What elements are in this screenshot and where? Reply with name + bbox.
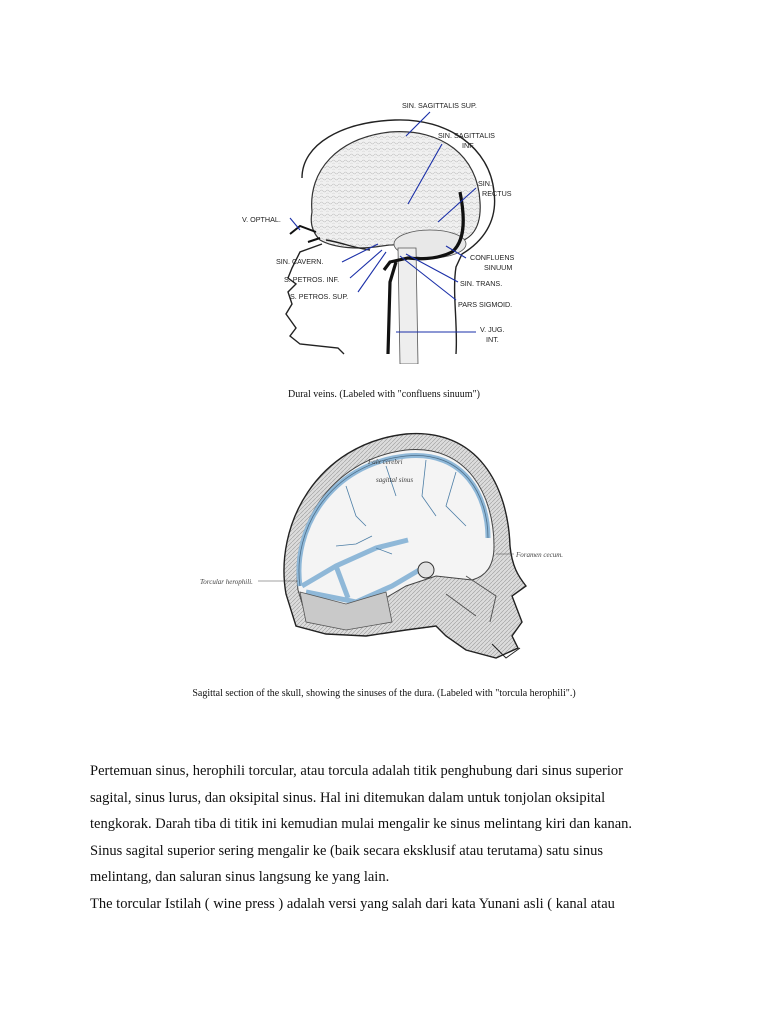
- body-paragraph: Pertemuan sinus, herophili torcular, ata…: [90, 758, 690, 917]
- spinal-cord: [397, 247, 419, 364]
- tentorium-sinus: [300, 537, 428, 605]
- label-v-jug: V. JUG.: [480, 325, 505, 334]
- head-outline: [285, 119, 496, 355]
- body-line: melintang, dan saluran sinus langsung ke…: [90, 869, 390, 885]
- label-torcular-herophili: Torcular herophili.: [200, 578, 253, 586]
- label-pars-sigmoid: PARS SIGMOID.: [458, 300, 512, 309]
- figure-sagittal-section: Falx cerebri sagittal sinus Foramen cecu…: [200, 432, 563, 659]
- label-sin-rectus-2: RECTUS: [482, 189, 512, 198]
- label-s-petros-inf: S. PETROS. INF.: [284, 275, 339, 284]
- body-line: The torcular Istilah ( wine press ) adal…: [90, 895, 615, 912]
- label-sin-rectus: SIN.: [478, 179, 492, 188]
- label-sin-sagittalis-inf-2: INF.: [462, 141, 475, 150]
- label-foramen-cecum: Foramen cecum.: [515, 551, 563, 559]
- label-sin-trans: SIN. TRANS.: [460, 279, 502, 288]
- brain: [310, 131, 481, 249]
- label-v-jug-2: INT.: [486, 335, 499, 344]
- label-falx-cerebri: Falx cerebri: [367, 458, 403, 466]
- body-line: sagital, sinus lurus, dan oksipital sinu…: [90, 789, 606, 806]
- label-s-petros-sup: S. PETROS. SUP.: [290, 292, 348, 301]
- label-v-opthal: V. OPTHAL.: [242, 215, 281, 224]
- label-sagittal-sinus: sagittal sinus: [376, 476, 413, 484]
- label-confluens-2: SINUUM: [484, 263, 512, 272]
- body-line: Sinus sagital superior sering mengalir k…: [90, 842, 603, 859]
- figure-dural-veins: SIN. SAGITTALIS SUP. SIN. SAGITTALIS INF…: [242, 101, 515, 364]
- body-line: tengkorak. Darah tiba di titik ini kemud…: [90, 816, 633, 832]
- body-line: Pertemuan sinus, herophili torcular, ata…: [90, 763, 623, 779]
- figure1-caption: Dural veins. (Labeled with "confluens si…: [287, 389, 480, 400]
- label-sin-cavern: SIN. CAVERN.: [276, 257, 323, 266]
- label-sin-sagittalis-sup: SIN. SAGITTALIS SUP.: [402, 101, 477, 110]
- label-confluens: CONFLUENS: [470, 253, 515, 262]
- figure2-caption: Sagittal section of the skull, showing t…: [192, 688, 576, 699]
- label-sin-sagittalis-inf: SIN. SAGITTALIS: [438, 131, 495, 140]
